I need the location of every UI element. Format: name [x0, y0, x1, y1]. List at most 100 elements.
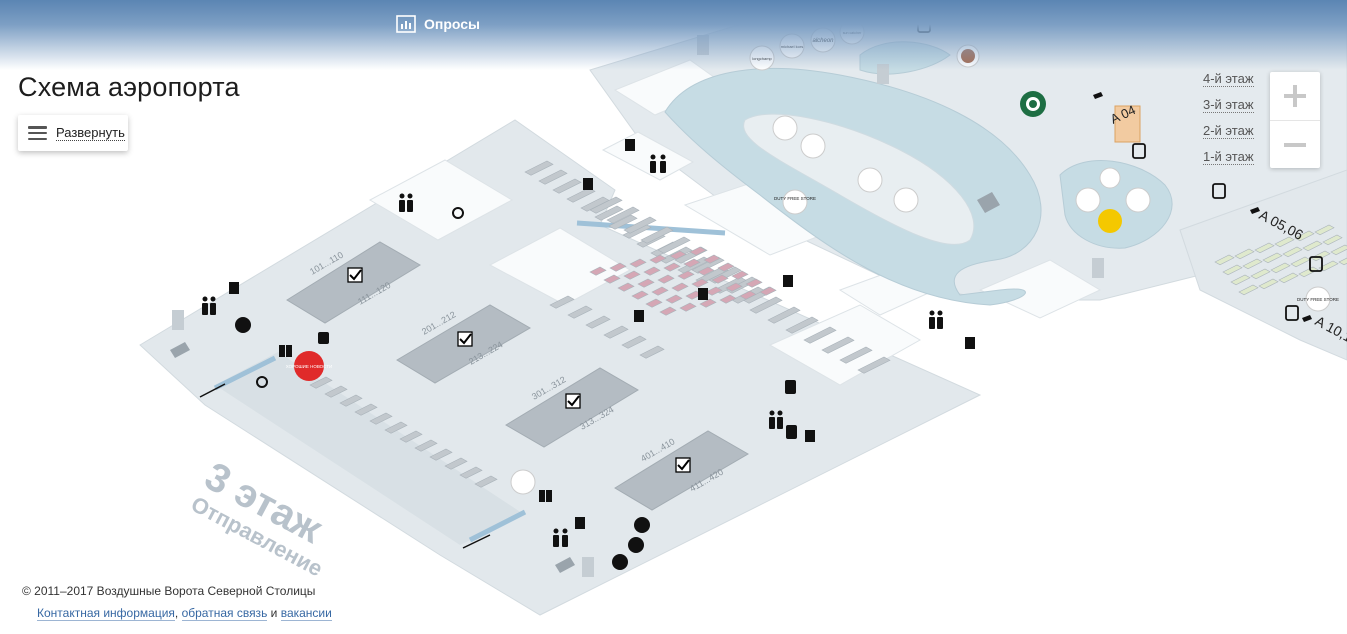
seat-row — [354, 403, 378, 416]
seat-row — [640, 226, 674, 244]
seat-row — [649, 254, 667, 264]
floor-3-link[interactable]: 3-й этаж — [1203, 97, 1254, 113]
seat-row — [643, 266, 661, 276]
seat-row — [663, 262, 681, 272]
seat-row — [785, 316, 819, 334]
seat-row — [1330, 244, 1347, 256]
seat-row — [608, 214, 638, 230]
shop-duty-free-2[interactable]: DUTY FREE STORE — [1297, 286, 1339, 312]
gate-a04-highlight[interactable] — [1114, 105, 1141, 143]
seat-row — [1262, 252, 1283, 264]
seat-row — [697, 266, 715, 276]
floor-2-link[interactable]: 2-й этаж — [1203, 123, 1254, 139]
seat-row — [631, 290, 649, 300]
link-separator: , — [174, 606, 182, 620]
restroom-icon — [202, 154, 943, 547]
zoom-in-button[interactable] — [1270, 72, 1320, 120]
seat-row — [1238, 284, 1259, 296]
seat-row — [609, 262, 627, 272]
seat-row — [1214, 254, 1235, 266]
seat-row — [1322, 234, 1343, 246]
seat-row — [474, 475, 498, 488]
svg-text:DUTY FREE STORE: DUTY FREE STORE — [1297, 297, 1339, 302]
map-corridor — [215, 352, 525, 545]
seat-row — [725, 282, 743, 292]
menu-icon — [28, 126, 47, 140]
copyright: © 2011–2017 Воздушные Ворота Северной Ст… — [22, 584, 316, 598]
seat-row — [1338, 257, 1347, 266]
seat-row — [645, 298, 663, 308]
shop-duty-free-1[interactable]: DUTY FREE STORE — [774, 189, 816, 215]
polls-link[interactable]: Опросы — [396, 15, 480, 33]
seat-row — [1270, 262, 1291, 274]
seat-row — [1242, 258, 1263, 270]
seat-row — [689, 246, 707, 256]
seat-row — [639, 345, 665, 359]
seat-row — [677, 270, 695, 280]
seat-row — [459, 466, 483, 479]
seat-row — [731, 270, 749, 280]
seat-row — [683, 258, 701, 268]
seat-row — [339, 394, 363, 407]
seat-row — [585, 315, 611, 329]
escalator-icon — [170, 192, 1000, 573]
seat-row — [665, 294, 683, 304]
shop-yellow[interactable] — [1098, 209, 1122, 233]
seat-row — [589, 196, 623, 214]
seat-row — [671, 282, 689, 292]
seat-row — [1222, 264, 1243, 276]
polls-label: Опросы — [424, 16, 481, 32]
wheelchair-icon — [256, 207, 464, 388]
seat-row — [399, 430, 423, 443]
seat-row — [759, 286, 777, 296]
seat-row — [745, 278, 763, 288]
checkmark-icon — [675, 457, 691, 473]
seat-row — [1274, 236, 1295, 248]
seat-row — [429, 448, 453, 461]
seat-row — [603, 325, 629, 339]
seat-row — [566, 187, 596, 203]
map-glass-wall — [576, 220, 726, 236]
floor-4-link[interactable]: 4-й этаж — [1203, 71, 1254, 87]
seat-row — [803, 326, 837, 344]
seat-row — [857, 356, 891, 374]
map-floor-east-pier — [1179, 169, 1347, 361]
floor-1-link[interactable]: 1-й этаж — [1203, 149, 1254, 165]
seat-row — [384, 421, 408, 434]
seat-row — [549, 295, 575, 309]
link-separator: и — [267, 606, 281, 620]
plus-icon — [1284, 85, 1306, 107]
shop-starbucks[interactable] — [1020, 91, 1046, 117]
seat-row — [1254, 242, 1275, 254]
jobs-link[interactable]: вакансии — [280, 606, 332, 621]
passport-control-icon — [229, 139, 975, 529]
seat-row — [657, 236, 691, 254]
contact-link[interactable]: Контактная информация — [37, 606, 175, 621]
expand-button[interactable]: Развернуть — [18, 115, 128, 151]
baggage-icon — [318, 332, 797, 439]
checkmark-icon — [347, 267, 363, 283]
seat-row — [767, 306, 801, 324]
seat-row — [691, 278, 709, 288]
seat-row — [567, 305, 593, 319]
shop-hot-food[interactable]: ХОРОШИЕ НОВОСТИ — [286, 351, 333, 381]
seat-row — [324, 385, 348, 398]
ruble-icon — [235, 317, 650, 570]
seat-row — [839, 346, 873, 364]
seat-row — [444, 457, 468, 470]
seat-row — [617, 282, 635, 292]
floor-selector: 4-й этаж 3-й этаж 2-й этаж 1-й этаж — [1203, 70, 1254, 165]
map-glass-wall — [468, 509, 527, 543]
seat-row — [414, 439, 438, 452]
zoom-out-button[interactable] — [1270, 120, 1320, 169]
seat-row — [739, 290, 757, 300]
map-room — [368, 159, 514, 241]
seat-row — [1302, 240, 1323, 252]
shop-atrium[interactable] — [510, 115, 1151, 495]
feedback-link[interactable]: обратная связь — [181, 606, 268, 621]
seating-area — [309, 160, 1347, 488]
svg-text:DUTY FREE STORE: DUTY FREE STORE — [774, 196, 816, 201]
checkmark-icon — [565, 393, 581, 409]
seat-row — [659, 306, 677, 316]
